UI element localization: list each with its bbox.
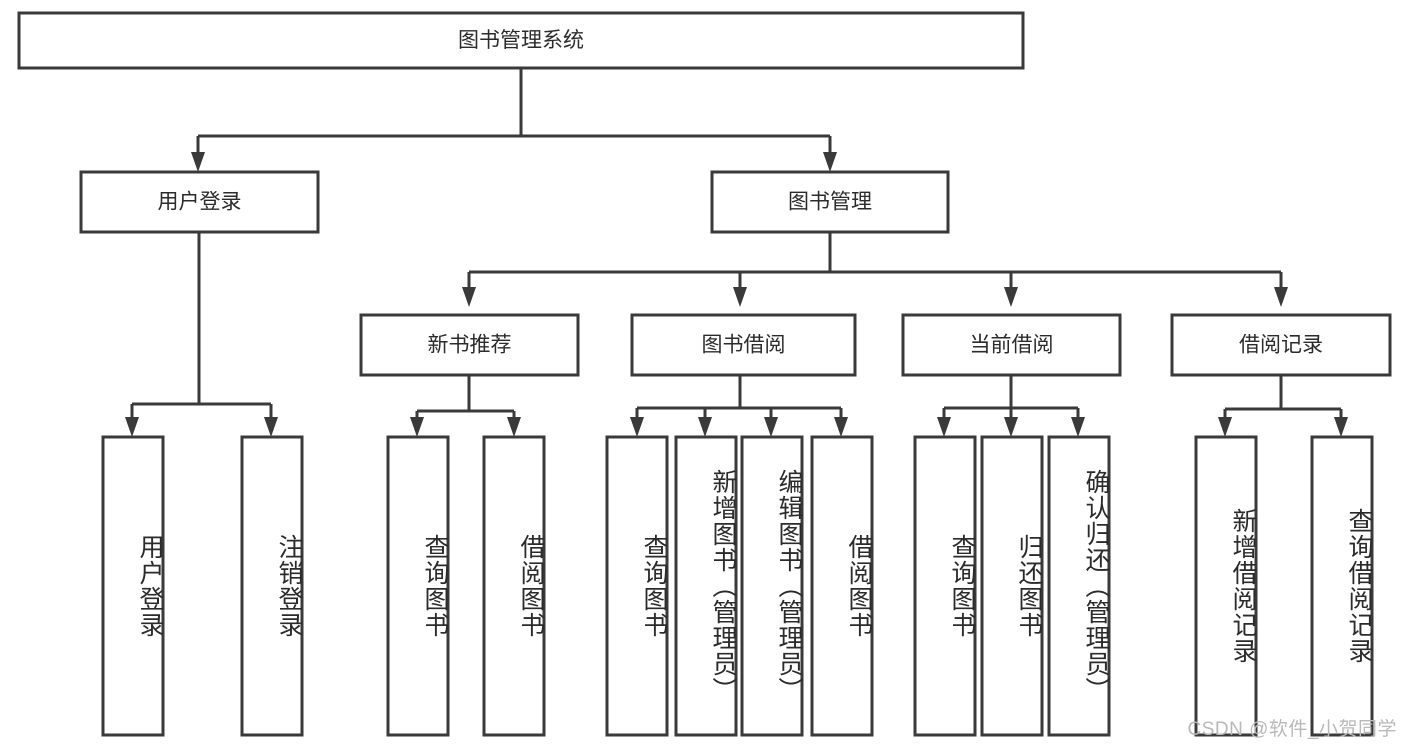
book-borrow-arrow-0 [630, 417, 644, 437]
book-manage-arrow-1 [733, 287, 747, 307]
borrow-record-arrow-0 [1218, 417, 1232, 437]
leaf-box-leaf-confirm-return-admin[interactable] [1047, 435, 1111, 737]
root-box-root[interactable] [17, 11, 1025, 70]
leaf-box-leaf-logout[interactable] [240, 435, 304, 737]
leaf-box-leaf-query-book-borrow[interactable] [605, 435, 669, 737]
level1-label-user-login: 用户登录 [158, 191, 242, 214]
book-borrow-arrow-3 [834, 417, 848, 437]
book-manage-arrow-3 [1274, 287, 1288, 307]
leaf-box-leaf-query-book-current[interactable] [913, 435, 977, 737]
leaf-box-leaf-borrow-book-rec[interactable] [482, 435, 546, 737]
book-manage-arrow-0 [462, 287, 476, 307]
level1-box-user-login[interactable] [79, 170, 320, 234]
level2-label-book-borrow: 图书借阅 [702, 334, 786, 357]
leaf-box-leaf-query-borrow-record[interactable] [1310, 435, 1374, 737]
root-arrow-0 [191, 152, 205, 172]
borrow-record-arrow-1 [1334, 417, 1348, 437]
book-borrow-arrow-2 [764, 417, 778, 437]
user-login-arrow-0 [125, 417, 139, 437]
leaf-box-leaf-query-book-rec[interactable] [386, 435, 450, 737]
leaf-box-leaf-user-login[interactable] [101, 435, 165, 737]
connectors-layer [125, 68, 1348, 437]
leaf-box-leaf-borrow-book-borrow[interactable] [810, 435, 874, 737]
node-boxes-layer [17, 11, 1392, 737]
level2-box-new-book-recommend[interactable] [359, 313, 580, 377]
level2-box-current-borrow[interactable] [901, 313, 1122, 377]
level2-label-new-book-recommend: 新书推荐 [428, 334, 512, 357]
root-label-root: 图书管理系统 [458, 29, 584, 52]
level1-label-book-manage: 图书管理 [788, 191, 872, 214]
book-borrow-arrow-1 [698, 417, 712, 437]
current-borrow-arrow-0 [937, 417, 951, 437]
level2-box-borrow-record[interactable] [1170, 313, 1392, 377]
new-book-arrow-0 [410, 417, 424, 437]
current-borrow-arrow-2 [1071, 417, 1085, 437]
leaf-box-leaf-return-book[interactable] [980, 435, 1044, 737]
user-login-arrow-1 [264, 417, 278, 437]
leaf-box-leaf-edit-book-admin[interactable] [740, 435, 804, 737]
root-arrow-1 [823, 152, 837, 172]
leaf-box-leaf-add-borrow-record[interactable] [1194, 435, 1258, 737]
current-borrow-arrow-1 [1004, 417, 1018, 437]
level2-label-borrow-record: 借阅记录 [1239, 334, 1323, 357]
level1-box-book-manage[interactable] [710, 170, 950, 234]
level2-label-current-borrow: 当前借阅 [970, 334, 1054, 357]
leaf-box-leaf-add-book-admin[interactable] [674, 435, 738, 737]
csdn-watermark: CSDN @软件_小贺同学 [1187, 719, 1397, 740]
new-book-arrow-1 [507, 417, 521, 437]
book-manage-arrow-2 [1004, 287, 1018, 307]
level2-box-book-borrow[interactable] [630, 313, 857, 377]
